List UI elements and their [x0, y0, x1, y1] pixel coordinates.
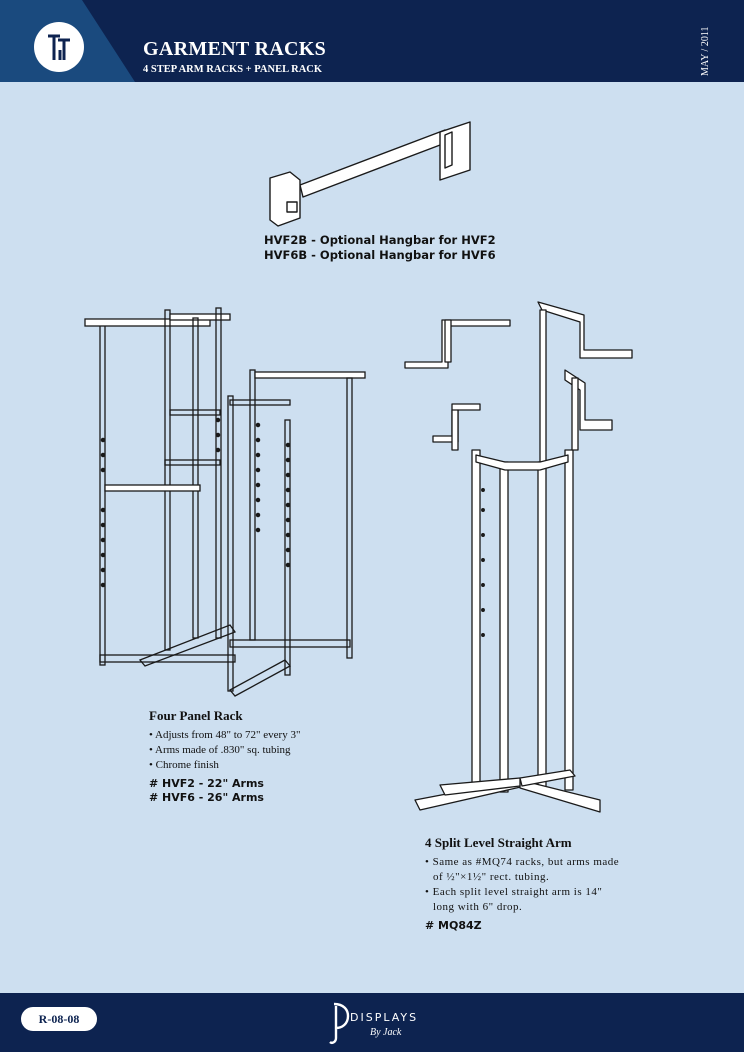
- product-code: # HVF6 - 26" Arms: [149, 791, 264, 804]
- feature-item: Same as #MQ74 racks, but arms made of ½"…: [425, 855, 625, 885]
- brand-name: DISPLAYS: [350, 1011, 419, 1024]
- displays-logo-icon: [329, 1002, 350, 1044]
- four-panel-title: Four Panel Rack: [149, 708, 243, 723]
- split-level-title: 4 Split Level Straight Arm: [425, 835, 572, 850]
- four-panel-rack-illustration: [84, 307, 366, 697]
- feature-item: Chrome finish: [149, 758, 389, 773]
- page-subtitle: 4 STEP ARM RACKS + PANEL RACK: [143, 64, 323, 75]
- hangbar-caption-line: HVF2B - Optional Hangbar for HVF2: [264, 233, 496, 247]
- feature-item: Each split level straight arm is 14" lon…: [425, 885, 625, 915]
- hangbar-illustration: [269, 121, 471, 227]
- split-level-code: # MQ84Z: [425, 919, 482, 932]
- page-number-badge: R-08-08: [21, 1007, 97, 1031]
- page-title: GARMENT RACKS: [143, 38, 326, 60]
- feature-item: Arms made of .830" sq. tubing: [149, 743, 389, 758]
- split-level-features: Same as #MQ74 racks, but arms made of ½"…: [425, 855, 625, 915]
- four-panel-features: Adjusts from 48" to 72" every 3" Arms ma…: [149, 728, 389, 773]
- company-logo-icon: [34, 22, 84, 72]
- brand-tagline: By Jack: [370, 1027, 402, 1038]
- four-panel-codes: # HVF2 - 22" Arms # HVF6 - 26" Arms: [149, 777, 389, 805]
- split-level-description: 4 Split Level Straight Arm Same as #MQ74…: [425, 835, 625, 933]
- product-code: # HVF2 - 22" Arms: [149, 777, 264, 790]
- feature-item: Adjusts from 48" to 72" every 3": [149, 728, 389, 743]
- hangbar-caption: HVF2B - Optional Hangbar for HVF2 HVF6B …: [264, 233, 496, 263]
- footer-bar: [0, 993, 744, 1052]
- four-panel-rack-description: Four Panel Rack Adjusts from 48" to 72" …: [149, 708, 389, 805]
- split-level-rack-illustration: [404, 301, 633, 813]
- hangbar-caption-line: HVF6B - Optional Hangbar for HVF6: [264, 248, 496, 262]
